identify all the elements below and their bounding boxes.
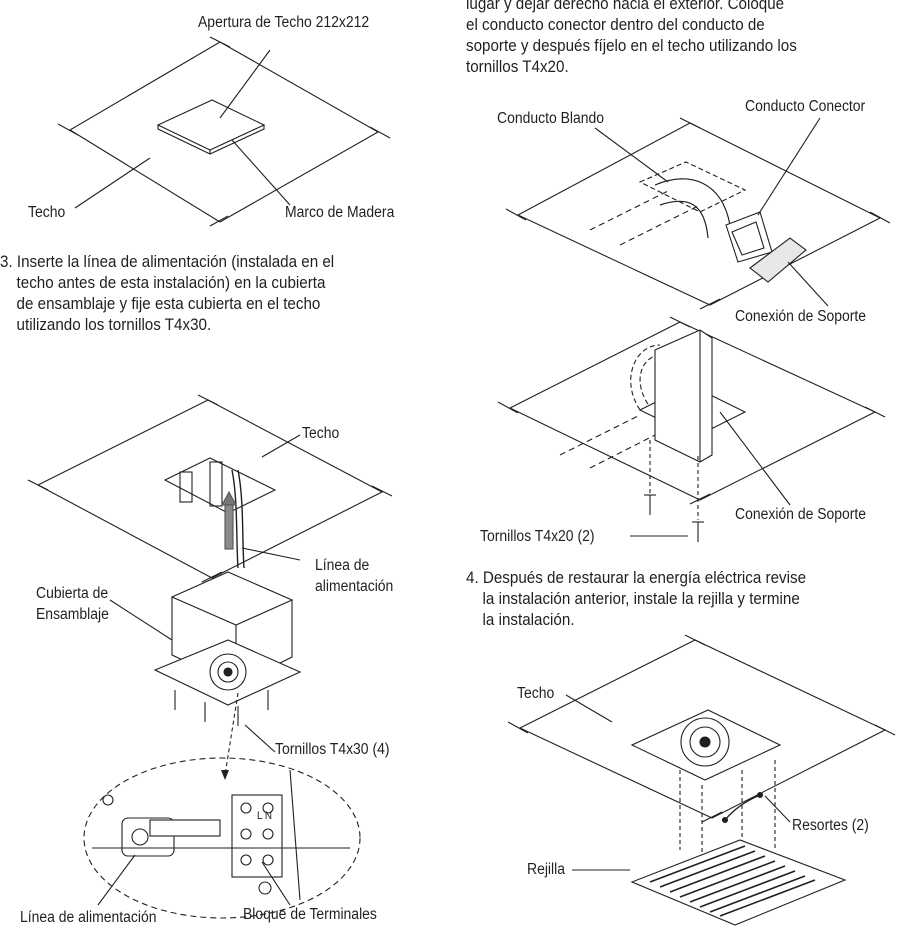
intro-line-1: lugar y dejar derecho hacia el exterior.… <box>466 0 785 13</box>
step-4-line-2: la instalación anterior, instale la reji… <box>482 590 800 608</box>
ceiling-opening-label: Apertura de Techo 212x212 <box>198 14 370 31</box>
support-connection-label: Conexión de Soporte <box>735 506 867 523</box>
assembly-cover-label-part-1: Cubierta de <box>36 585 109 602</box>
power-line-label-part-2: alimentación <box>315 578 394 595</box>
intro-line-2: el conducto conector dentro del conducto… <box>466 16 765 34</box>
ceiling-label: Techo <box>28 204 66 221</box>
support-connection-label: Conexión de Soporte <box>735 308 867 325</box>
intro-line-3: soporte y después fíjelo en el techo uti… <box>466 37 797 55</box>
connector-duct-label: Conducto Conector <box>745 98 866 115</box>
support-fixing-figure <box>497 316 886 542</box>
step-4-instructions: 4. Después de restaurar la energía eléct… <box>466 568 878 631</box>
screws-t4x30-label: Tornillos T4x30 (4) <box>275 741 390 758</box>
ceiling-opening-figure <box>57 36 391 227</box>
ceiling-label: Techo <box>302 425 340 442</box>
step-4-line-1: 4. Después de restaurar la energía eléct… <box>466 569 807 587</box>
duct-connection-figure <box>505 117 891 310</box>
step-3-line-1: 3. Inserte la línea de alimentación (ins… <box>0 253 335 271</box>
step-3-instructions: 3. Inserte la línea de alimentación (ins… <box>0 252 423 336</box>
assembly-cover-label-part-2: Ensamblaje <box>36 606 109 623</box>
wood-frame-label: Marco de Madera <box>285 204 395 221</box>
intro-line-4: tornillos T4x20. <box>466 58 569 76</box>
housing-installation-figure <box>27 394 393 919</box>
step-3-line-3: de ensamblaje y fije esta cubierta en el… <box>16 295 321 313</box>
springs-label: Resortes (2) <box>792 817 869 834</box>
step-3-line-2: techo antes de esta instalación) en la c… <box>16 274 326 292</box>
power-line-detail-label: Línea de alimentación <box>20 909 157 926</box>
grille-label: Rejilla <box>527 861 565 878</box>
grille-installation-figure <box>507 634 896 926</box>
screws-t4x20-label: Tornillos T4x20 (2) <box>480 528 595 545</box>
ceiling-label: Techo <box>517 685 555 702</box>
terminal-marking: L N <box>257 810 273 822</box>
step-4-line-3: la instalación. <box>482 611 575 629</box>
power-line-label-part-1: Línea de <box>315 557 370 574</box>
soft-duct-label: Conducto Blando <box>497 110 605 127</box>
step-3-line-4: utilizando los tornillos T4x30. <box>16 316 212 334</box>
step-2-instructions-continued: lugar y dejar derecho hacia el exterior.… <box>466 0 878 78</box>
terminal-block-label: Bloque de Terminales <box>243 906 377 923</box>
